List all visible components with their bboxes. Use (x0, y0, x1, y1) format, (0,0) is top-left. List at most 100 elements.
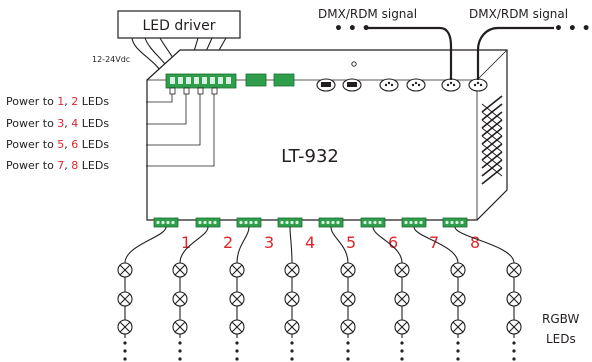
output-channel-5: 5 (318, 217, 356, 361)
light-bulb-icon (506, 319, 522, 335)
output-channel-6: 6 (360, 217, 410, 361)
svg-text:Power to 5, 6 LEDs: Power to 5, 6 LEDs (6, 138, 109, 151)
continuation-dot (290, 357, 294, 361)
output-channel-7: 7 (401, 217, 466, 361)
light-bulb-icon (117, 291, 133, 307)
output-number: 5 (346, 233, 356, 252)
light-bulb-icon (117, 319, 133, 335)
light-bulb-icon (284, 319, 300, 335)
terminal-block-icon (236, 217, 262, 228)
light-bulb-icon (340, 262, 356, 278)
continuation-dot (235, 349, 239, 353)
output-wire (236, 226, 250, 264)
leds-label: LEDs (546, 332, 576, 346)
light-bulb-icon (172, 319, 188, 335)
indicator-led-icon (351, 61, 357, 67)
output-number: 2 (223, 233, 233, 252)
continuation-dot (512, 341, 516, 345)
output-channel-4: 4 (277, 217, 315, 361)
power-label-3-4: Power to 3, 4 LEDs (6, 88, 187, 130)
svg-text:Power to 1, 2 LEDs: Power to 1, 2 LEDs (6, 95, 109, 108)
light-bulb-icon (340, 291, 356, 307)
aux-terminal-block (273, 73, 295, 87)
light-bulb-icon (172, 291, 188, 307)
light-bulb-icon (229, 291, 245, 307)
output-channel-3: 3 (229, 217, 274, 361)
terminal-block-icon (401, 217, 427, 228)
output-wire (289, 226, 293, 264)
light-bulb-icon (450, 319, 466, 335)
continuation-dots-icon: • • • (554, 21, 591, 37)
light-bulb-icon (506, 262, 522, 278)
light-bulb-icon (284, 291, 300, 307)
light-bulb-icon (229, 262, 245, 278)
led-driver-label: LED driver (142, 18, 215, 34)
output-number: 8 (470, 233, 480, 252)
light-bulb-icon (394, 291, 410, 307)
output-number: 1 (181, 233, 191, 252)
continuation-dot (346, 357, 350, 361)
light-bulb-icon (394, 319, 410, 335)
continuation-dot (400, 357, 404, 361)
rgbw-label: RGBW (542, 312, 579, 326)
light-bulb-icon (229, 319, 245, 335)
continuation-dot (512, 349, 516, 353)
led-driver: LED driver (117, 10, 241, 39)
dmx-input-2: DMX/RDM signal • • • (469, 7, 591, 80)
power-label-list: Power to 1, 2 LEDs Power to 3, 4 LEDs Po… (6, 87, 218, 172)
terminal-block-icon (318, 217, 344, 228)
terminal-block-icon (277, 217, 303, 228)
rj45-port-icon (342, 78, 362, 92)
light-bulb-icon (394, 262, 410, 278)
light-bulb-icon (506, 291, 522, 307)
output-channel-1: 1 (117, 217, 191, 361)
aux-terminal-block (245, 73, 267, 87)
terminal-block-icon (360, 217, 386, 228)
model-label: LT-932 (281, 146, 339, 167)
continuation-dot (290, 341, 294, 345)
light-bulb-icon (340, 319, 356, 335)
output-number: 6 (388, 233, 398, 252)
light-bulb-icon (450, 262, 466, 278)
dmx-signal-label: DMX/RDM signal (318, 7, 417, 21)
continuation-dot (235, 341, 239, 345)
power-lead-stubs (169, 87, 218, 95)
output-wire (413, 226, 459, 264)
rj45-port-icon (316, 78, 336, 92)
light-bulb-icon (284, 262, 300, 278)
output-wire (330, 226, 349, 264)
light-bulb-icon (450, 291, 466, 307)
power-label-5-6: Power to 5, 6 LEDs (6, 88, 201, 151)
terminal-block-icon (153, 217, 179, 228)
continuation-dot (178, 349, 182, 353)
output-wire (372, 226, 403, 264)
output-number: 4 (305, 233, 315, 252)
top-terminals (165, 61, 488, 92)
power-terminal-block (165, 73, 237, 89)
continuation-dot (456, 357, 460, 361)
output-wire (454, 226, 515, 264)
continuation-dot (456, 341, 460, 345)
light-bulb-icon (172, 262, 188, 278)
xlr-port-icon (441, 78, 461, 92)
continuation-dot (512, 357, 516, 361)
terminal-block-icon (195, 217, 221, 228)
svg-text:Power to 3, 4 LEDs: Power to 3, 4 LEDs (6, 117, 109, 130)
driver-voltage-label: 12-24Vdc (92, 55, 130, 64)
ventilation-grille-icon (481, 95, 503, 185)
continuation-dot (400, 349, 404, 353)
continuation-dot (235, 357, 239, 361)
continuation-dot (346, 341, 350, 345)
output-channel-2: 2 (172, 217, 233, 361)
output-number: 7 (429, 233, 439, 252)
continuation-dot (123, 349, 127, 353)
xlr-port-icon (379, 78, 399, 92)
power-label-7-8: Power to 7, 8 LEDs (6, 88, 215, 172)
output-channel-8: 8 (442, 217, 522, 361)
dmx-signal-label: DMX/RDM signal (469, 7, 568, 21)
xlr-port-icon (406, 78, 426, 92)
terminal-block-icon (442, 217, 468, 228)
continuation-dot (123, 357, 127, 361)
